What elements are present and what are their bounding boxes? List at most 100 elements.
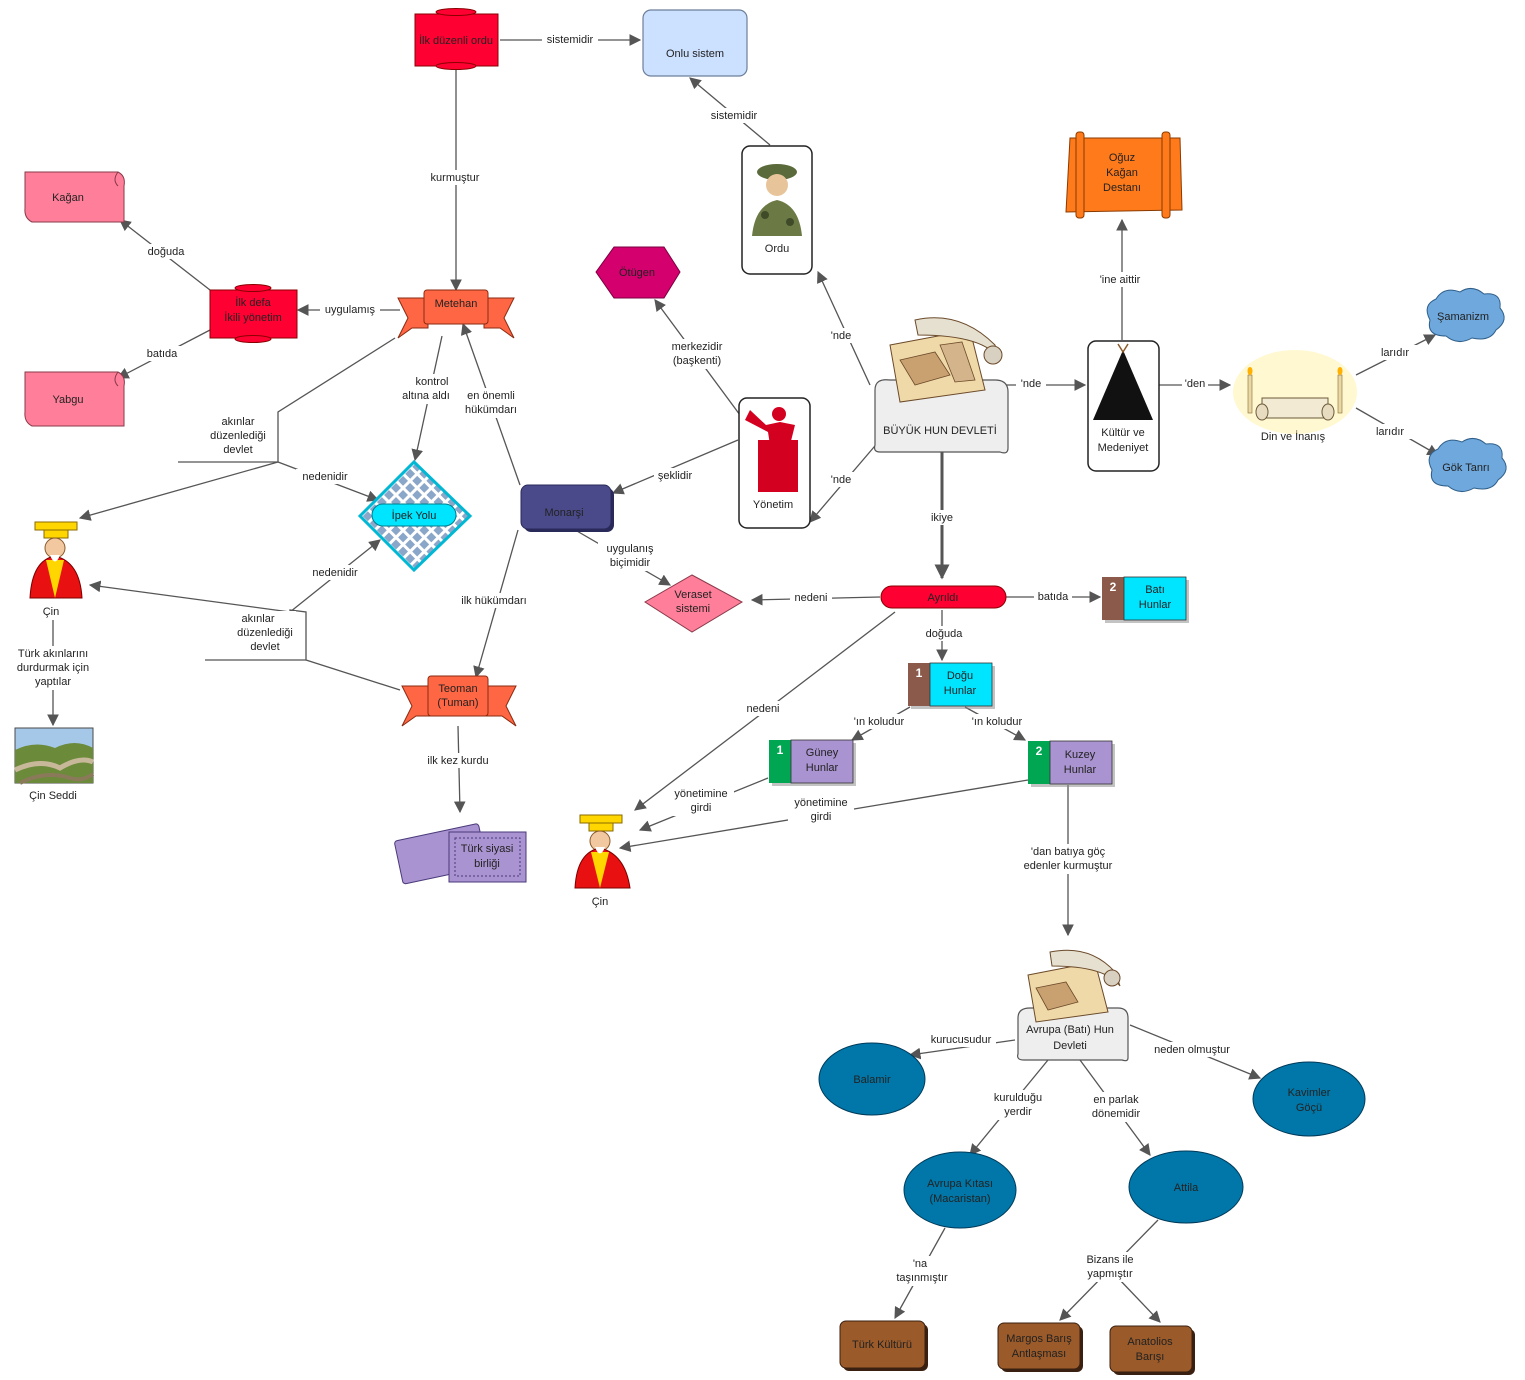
node-label: Göçü bbox=[1296, 1102, 1322, 1114]
edge-label-akinlar: devlet bbox=[223, 444, 252, 456]
edge-label-bizans: yapmıştır bbox=[1087, 1268, 1133, 1280]
node-attila[interactable]: Attila bbox=[1128, 1150, 1244, 1224]
node-ikili-yonetim[interactable]: İlk defa İkili yönetim bbox=[209, 284, 298, 343]
node-label: Gök Tanrı bbox=[1442, 462, 1490, 474]
edge-label-doguda: doğuda bbox=[926, 628, 964, 640]
edge-label-yonetimine: yönetimine bbox=[794, 797, 847, 809]
node-cin-seddi[interactable]: Çin Seddi bbox=[13, 727, 95, 802]
edge-label-bizans: Bizans ile bbox=[1086, 1254, 1133, 1266]
node-margos[interactable]: Margos Barış Antlaşması bbox=[997, 1322, 1083, 1372]
node-yonetim[interactable]: Yönetim bbox=[738, 397, 811, 529]
edge-label-dan-bati: 'dan batıya göç bbox=[1031, 846, 1106, 858]
edge-label-akinlar: akınlar bbox=[221, 416, 254, 428]
node-otugen[interactable]: Ötügen bbox=[595, 246, 681, 299]
node-samanizm[interactable]: Şamanizm bbox=[1426, 288, 1505, 342]
edge-label-nde: 'nde bbox=[1021, 378, 1041, 390]
node-label: Teoman bbox=[438, 683, 477, 695]
node-anatolios[interactable]: Anatolios Barışı bbox=[1109, 1325, 1195, 1375]
node-monarsi[interactable]: Monarşi bbox=[520, 484, 614, 532]
edge-label-nedeni: nedeni bbox=[794, 592, 827, 604]
node-cin-left[interactable]: Çin bbox=[29, 521, 83, 618]
edge-label-kuruldugu: kurulduğu bbox=[994, 1092, 1042, 1104]
node-number: 2 bbox=[1036, 744, 1043, 758]
node-label: Hunlar bbox=[944, 685, 977, 697]
node-label: Türk siyasi bbox=[461, 843, 514, 855]
node-bati-hunlar[interactable]: 2 Batı Hunlar bbox=[1102, 576, 1189, 623]
node-din-ve-inanis[interactable]: Din ve İnanış bbox=[1233, 350, 1357, 443]
edge-label-kurucusudur: kurucusudur bbox=[931, 1034, 992, 1046]
edge-label-na: 'na bbox=[913, 1258, 928, 1270]
node-oguz-kagan-destani[interactable]: Oğuz Kağan Destanı bbox=[1065, 131, 1183, 219]
node-ilk-duzenli-ordu[interactable]: İlk düzenli ordu bbox=[414, 8, 499, 70]
node-label: Batı bbox=[1145, 584, 1165, 596]
edge-label-kontrol: altına aldı bbox=[402, 390, 450, 402]
node-label: Çin bbox=[43, 606, 60, 618]
node-turk-kulturu[interactable]: Türk Kültürü bbox=[839, 1320, 928, 1371]
map-icon bbox=[889, 317, 1003, 403]
node-ordu[interactable]: Ordu bbox=[741, 145, 813, 275]
node-veraset-sistemi[interactable]: Veraset sistemi bbox=[644, 574, 744, 633]
edge-label-dan-bati: edenler kurmuştur bbox=[1024, 860, 1113, 872]
edge-label-en-onemli: en önemli bbox=[467, 390, 515, 402]
node-number: 1 bbox=[777, 743, 784, 757]
node-label: Barışı bbox=[1136, 1351, 1165, 1363]
node-kuzey-hunlar[interactable]: 2 Kuzey Hunlar bbox=[1028, 740, 1115, 787]
node-label: Türk Kültürü bbox=[852, 1339, 912, 1351]
node-kultur-medeniyet[interactable]: Kültür ve Medeniyet bbox=[1087, 340, 1160, 472]
node-kavimler-gocu[interactable]: Kavimler Göçü bbox=[1252, 1061, 1366, 1137]
node-label: Yabgu bbox=[53, 394, 84, 406]
edge-label-yonetimine: yönetimine bbox=[674, 788, 727, 800]
node-label: Hunlar bbox=[1139, 599, 1172, 611]
node-label: Yönetim bbox=[753, 499, 793, 511]
node-label: Hunlar bbox=[806, 762, 839, 774]
great-wall-icon bbox=[13, 727, 95, 785]
edge-label-turk-akin: yaptılar bbox=[35, 676, 71, 688]
node-label: Anatolios bbox=[1127, 1336, 1173, 1348]
node-dogu-hunlar[interactable]: 1 Doğu Hunlar bbox=[908, 662, 995, 709]
node-label: Balamir bbox=[853, 1074, 891, 1086]
node-buyuk-hun-devleti[interactable]: BÜYÜK HUN DEVLETİ bbox=[873, 317, 1009, 454]
node-cin-lower[interactable]: Çin bbox=[574, 814, 631, 908]
edge-label-sistemidir: sistemidir bbox=[547, 34, 594, 46]
node-label: Monarşi bbox=[544, 507, 583, 519]
edge-label-en-parlak: en parlak bbox=[1093, 1094, 1139, 1106]
node-balamir[interactable]: Balamir bbox=[818, 1042, 926, 1116]
node-label: Kağan bbox=[1106, 167, 1138, 179]
node-metehan[interactable]: Metehan bbox=[397, 289, 515, 339]
scroll-candles-icon bbox=[1247, 367, 1343, 421]
node-guney-hunlar[interactable]: 1 Güney Hunlar bbox=[769, 739, 856, 786]
node-onlu-sistem[interactable]: Onlu sistem bbox=[642, 9, 748, 77]
node-number: 1 bbox=[916, 666, 923, 680]
node-avrupa-kitasi[interactable]: Avrupa Kıtası (Macaristan) bbox=[903, 1151, 1017, 1229]
node-avrupa-hun-devleti[interactable]: Avrupa (Batı) Hun Devleti bbox=[1017, 949, 1129, 1062]
node-label: Metehan bbox=[435, 298, 478, 310]
node-label: Destanı bbox=[1103, 182, 1141, 194]
edge-label-en-onemli: hükümdarı bbox=[465, 404, 517, 416]
edge-label-nedenidir: nedenidir bbox=[312, 567, 358, 579]
edge-label-akinlar: düzenlediği bbox=[237, 627, 293, 639]
edge-label-ine-aittir: 'ine aittir bbox=[1100, 274, 1141, 286]
node-ipek-yolu[interactable]: İpek Yolu bbox=[357, 459, 473, 573]
node-label: Onlu sistem bbox=[666, 48, 724, 60]
node-label: Kültür ve bbox=[1101, 427, 1144, 439]
node-label: Ordu bbox=[765, 243, 789, 255]
node-gok-tanri[interactable]: Gök Tanrı bbox=[1428, 438, 1507, 492]
edge-label-ilk-kez-kurdu: ilk kez kurdu bbox=[427, 755, 488, 767]
edge-label-ilk-hukumdari: ilk hükümdarı bbox=[461, 595, 526, 607]
node-turk-siyasi-birligi[interactable]: Türk siyasi birliği bbox=[394, 823, 527, 885]
edge-label-yonetimine: girdi bbox=[811, 811, 832, 823]
node-label: BÜYÜK HUN DEVLETİ bbox=[883, 424, 997, 437]
node-label: Kuzey bbox=[1065, 749, 1096, 761]
node-label: Kavimler bbox=[1288, 1087, 1331, 1099]
node-label: Avrupa (Batı) Hun bbox=[1026, 1024, 1114, 1036]
node-yabgu[interactable]: Yabgu bbox=[24, 371, 125, 427]
node-ayrildi[interactable]: Ayrıldı bbox=[880, 585, 1007, 609]
node-kagan[interactable]: Kağan bbox=[24, 171, 125, 223]
edge-label-kurmustur: kurmuştur bbox=[431, 172, 480, 184]
node-label: (Tuman) bbox=[437, 697, 478, 709]
node-teoman[interactable]: Teoman (Tuman) bbox=[401, 675, 517, 727]
node-number: 2 bbox=[1110, 580, 1117, 594]
node-label: İpek Yolu bbox=[392, 509, 437, 522]
edge-label-nedeni: nedeni bbox=[746, 703, 779, 715]
